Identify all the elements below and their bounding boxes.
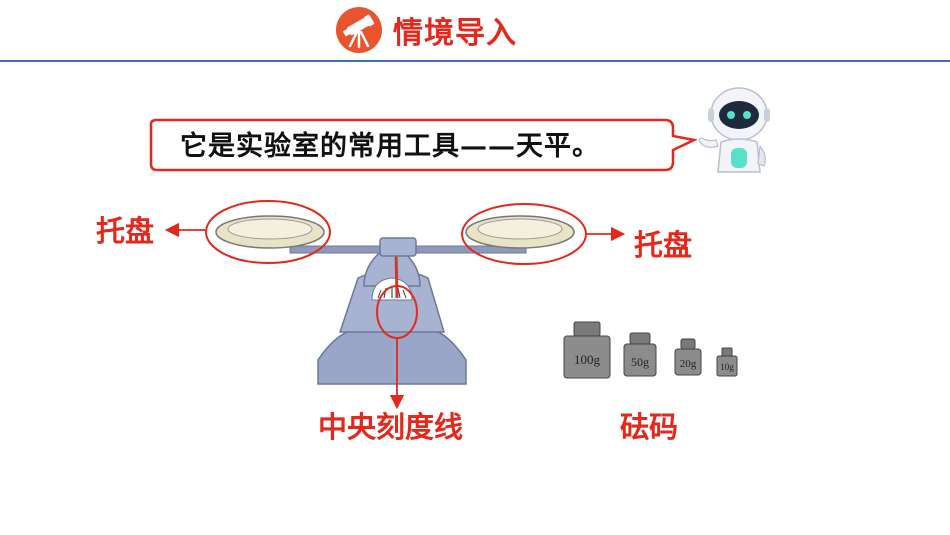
balance-scale	[215, 215, 575, 385]
label-left-pan: 托盘	[96, 214, 155, 248]
section-title: 情境导入	[335, 6, 517, 54]
label-right-pan: 托盘	[634, 228, 693, 262]
page-title: 情境导入	[393, 16, 517, 51]
weight-100g: 100g	[563, 321, 611, 379]
header-rule	[0, 60, 950, 62]
left-pan-highlight	[205, 200, 331, 264]
weight-label: 20g	[680, 358, 697, 370]
telescope-icon	[336, 7, 382, 53]
weight-50g: 50g	[623, 332, 657, 377]
weight-label: 50g	[631, 355, 649, 369]
weight-20g: 20g	[674, 338, 702, 376]
weight-label: 10g	[720, 362, 734, 372]
weight-10g: 10g	[716, 347, 738, 377]
label-center-line: 中央刻度线	[318, 410, 464, 444]
speech-bubble	[149, 118, 697, 172]
speech-text: 它是实验室的常用工具——天平。	[180, 131, 600, 162]
label-weights: 砝码	[620, 410, 679, 444]
robot-mascot	[698, 87, 770, 173]
weight-label: 100g	[574, 352, 601, 367]
right-pan-highlight	[461, 203, 587, 265]
